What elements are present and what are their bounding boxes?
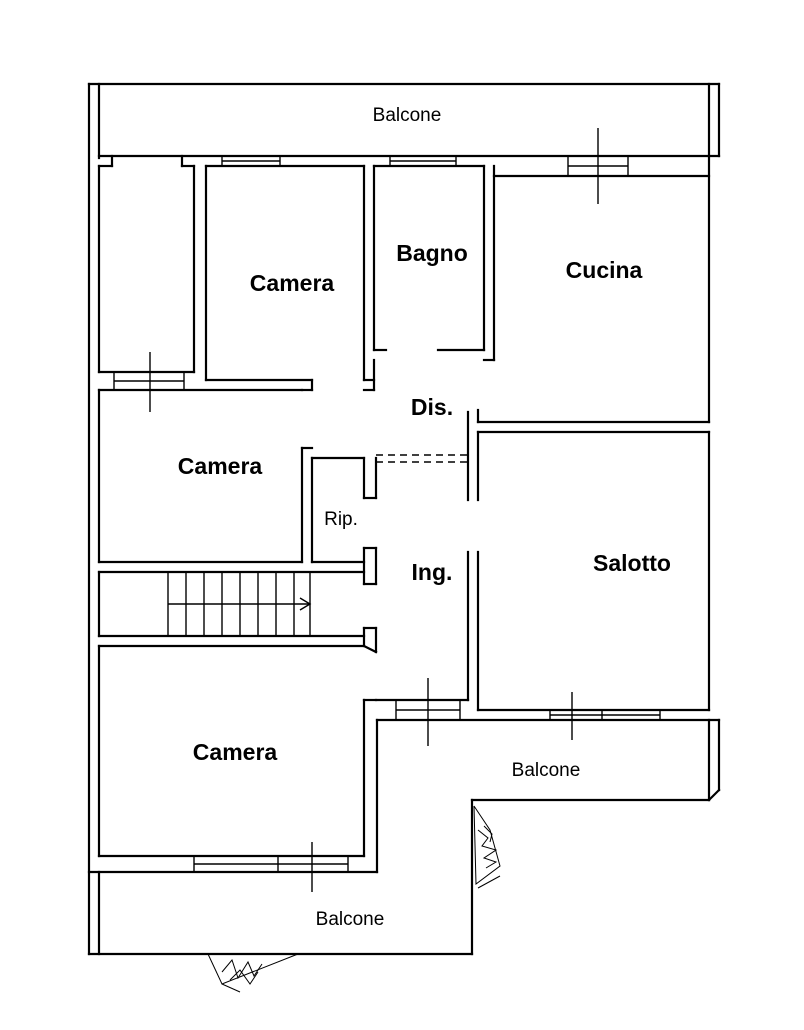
plant-icon [473,805,501,889]
label-salotto: Salotto [593,550,671,576]
label-camera-north: Camera [250,270,335,296]
windows [113,128,661,892]
inner-walls [97,154,711,858]
label-balcone-south: Balcone [316,909,385,930]
stair-direction-arrow-icon [299,597,312,611]
label-balcone-north: Balcone [373,105,442,126]
staircase [167,572,312,636]
label-ing: Ing. [412,559,453,585]
label-camera-west: Camera [178,453,263,479]
outer-walls [87,82,721,956]
room-labels: Balcone Camera Bagno Cucina Dis. Camera … [178,105,671,930]
label-rip: Rip. [324,509,358,530]
label-camera-south: Camera [193,739,278,765]
plant-icon [207,953,299,993]
label-balcone-east: Balcone [512,760,581,781]
label-cucina: Cucina [566,257,643,283]
label-dis: Dis. [411,394,453,420]
label-bagno: Bagno [396,240,468,266]
